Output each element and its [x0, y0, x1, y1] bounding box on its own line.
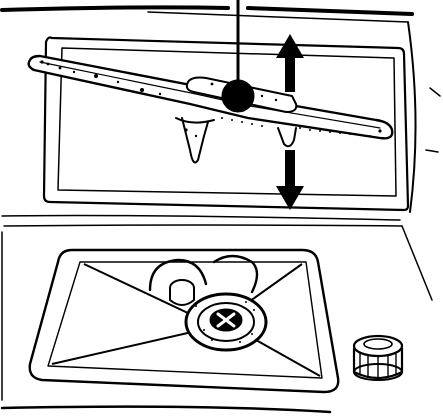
- spray-arm-icon: [27, 54, 394, 164]
- drain-line-br: [255, 339, 321, 377]
- filter-mid-ring: [197, 302, 255, 342]
- filter-arch-left: [148, 258, 208, 292]
- filter-top-cylinder-body: [169, 287, 195, 306]
- drain-line-bl: [51, 331, 193, 365]
- filter-arch-right: [212, 254, 259, 294]
- floor-line-bottom: [0, 405, 332, 414]
- upper-panel-outer: [42, 36, 410, 212]
- up-arrow-icon: [276, 34, 304, 92]
- right-side-short: [425, 149, 439, 153]
- drain-line-tr: [245, 263, 303, 305]
- cabinet-outline: [0, 5, 441, 414]
- spray-arm-nozzle: [181, 117, 209, 164]
- separator-right-slope: [401, 225, 433, 301]
- right-wall-outer: [429, 87, 441, 97]
- spray-arm-center-hub: [221, 79, 255, 113]
- separator-line-1: [1, 214, 401, 221]
- filter-texture: [195, 301, 255, 343]
- spray-arm-holes: [40, 60, 382, 138]
- filter-cap-icon: [352, 334, 404, 381]
- spray-arm-nozzle-base: [175, 117, 215, 124]
- drain-filter-icon: [148, 254, 268, 352]
- spray-arm-bracket: [277, 127, 297, 148]
- filter-cap-knurl: [359, 352, 397, 380]
- drain-line-tl: [83, 263, 191, 315]
- sump-tray: [28, 248, 340, 394]
- sump-tray-inner: [47, 261, 323, 379]
- down-arrow-icon: [276, 150, 304, 210]
- top-rack-edge-line-right: [246, 6, 414, 16]
- filter-center-cross: [216, 312, 236, 328]
- sump-tray-outer: [28, 248, 340, 394]
- top-rack-edge-line: [0, 5, 230, 12]
- filter-cap-top-inner: [363, 338, 393, 350]
- top-rack-thin-line: [147, 11, 409, 23]
- right-wall-curve: [407, 21, 417, 213]
- separator-line-2: [3, 224, 403, 227]
